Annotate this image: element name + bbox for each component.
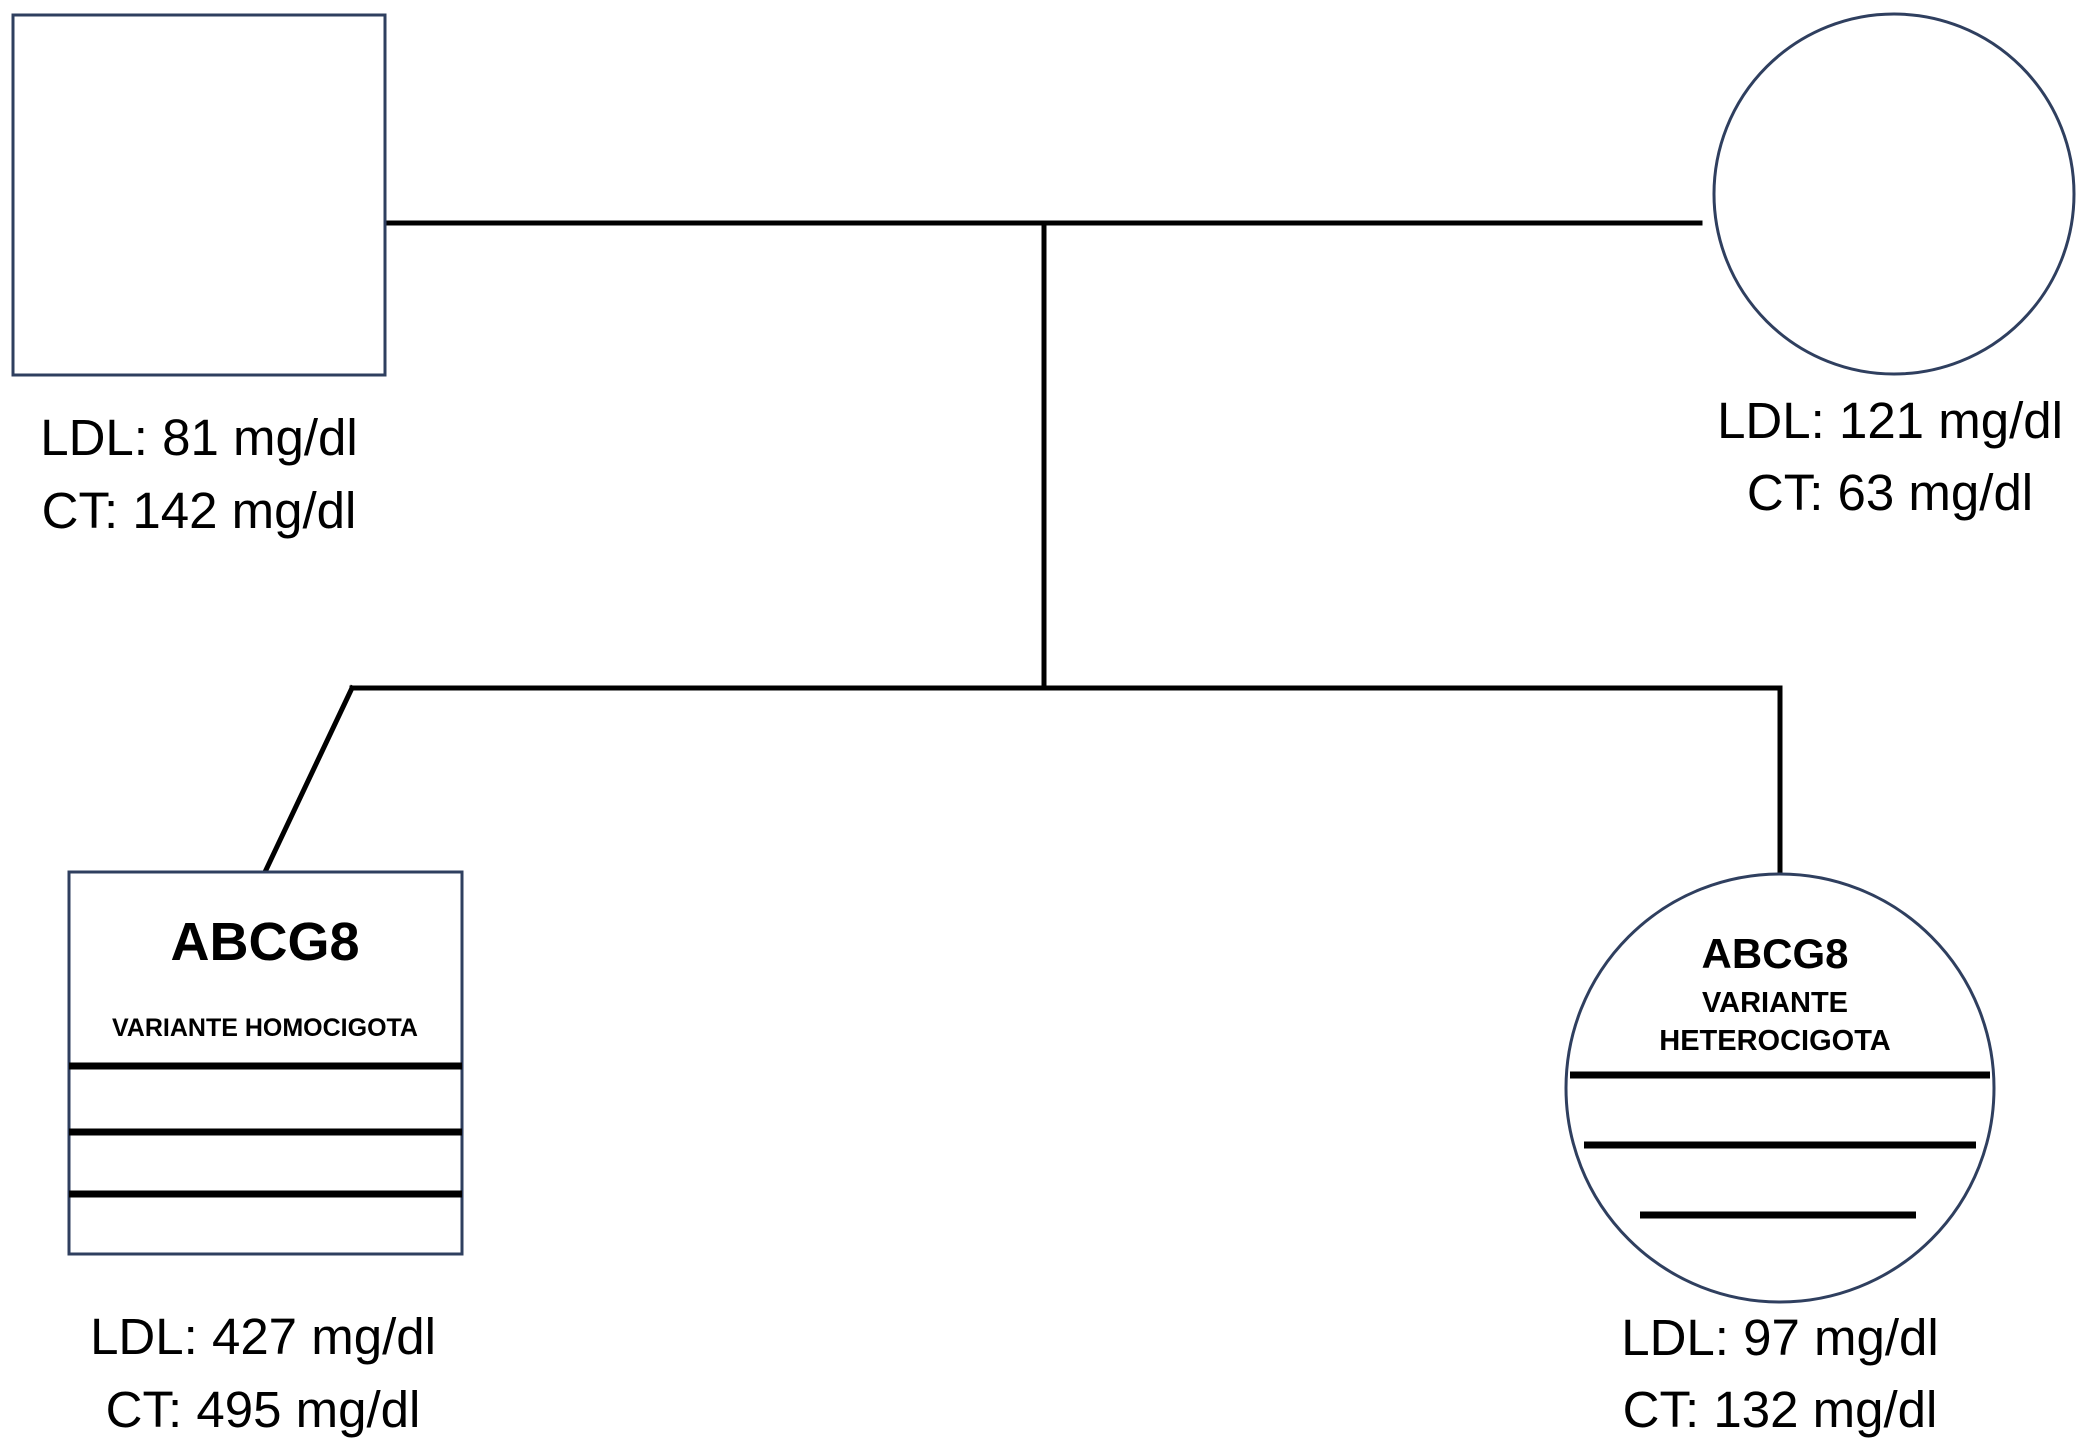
son-stripes bbox=[69, 1062, 462, 1198]
son-variant-label: VARIANTE HOMOCIGOTA bbox=[112, 1014, 418, 1042]
daughter-circle-symbol bbox=[1564, 872, 1996, 1304]
father-node: LDL: 81 mg/dl CT: 142 mg/dl bbox=[11, 13, 387, 539]
father-ldl: LDL: 81 mg/dl bbox=[40, 409, 358, 466]
son-branch-line bbox=[261, 684, 356, 876]
daughter-variant-label-line1: VARIANTE bbox=[1702, 987, 1848, 1019]
son-ldl: LDL: 427 mg/dl bbox=[90, 1308, 436, 1365]
daughter-gene-label: ABCG8 bbox=[1701, 930, 1848, 977]
son-node: ABCG8 VARIANTE HOMOCIGOTA LDL: 427 mg/dl… bbox=[67, 870, 464, 1438]
daughter-variant-label-line2: HETEROCIGOTA bbox=[1659, 1025, 1891, 1057]
mother-circle-symbol bbox=[1712, 12, 2076, 376]
daughter-ct: CT: 132 mg/dl bbox=[1623, 1381, 1938, 1438]
daughter-node: ABCG8 VARIANTE HETEROCIGOTA LDL: 97 mg/d… bbox=[1564, 872, 1996, 1438]
son-gene-label: ABCG8 bbox=[170, 912, 359, 972]
father-ct: CT: 142 mg/dl bbox=[42, 482, 357, 539]
mother-node: LDL: 121 mg/dl CT: 63 mg/dl bbox=[1712, 12, 2076, 521]
father-square-symbol bbox=[11, 13, 387, 377]
daughter-stripes bbox=[1570, 1071, 1990, 1219]
pedigree-connectors bbox=[261, 220, 1783, 876]
daughter-ldl: LDL: 97 mg/dl bbox=[1621, 1309, 1939, 1366]
mother-ct: CT: 63 mg/dl bbox=[1747, 464, 2033, 521]
son-ct: CT: 495 mg/dl bbox=[106, 1381, 421, 1438]
mother-ldl: LDL: 121 mg/dl bbox=[1717, 392, 2063, 449]
